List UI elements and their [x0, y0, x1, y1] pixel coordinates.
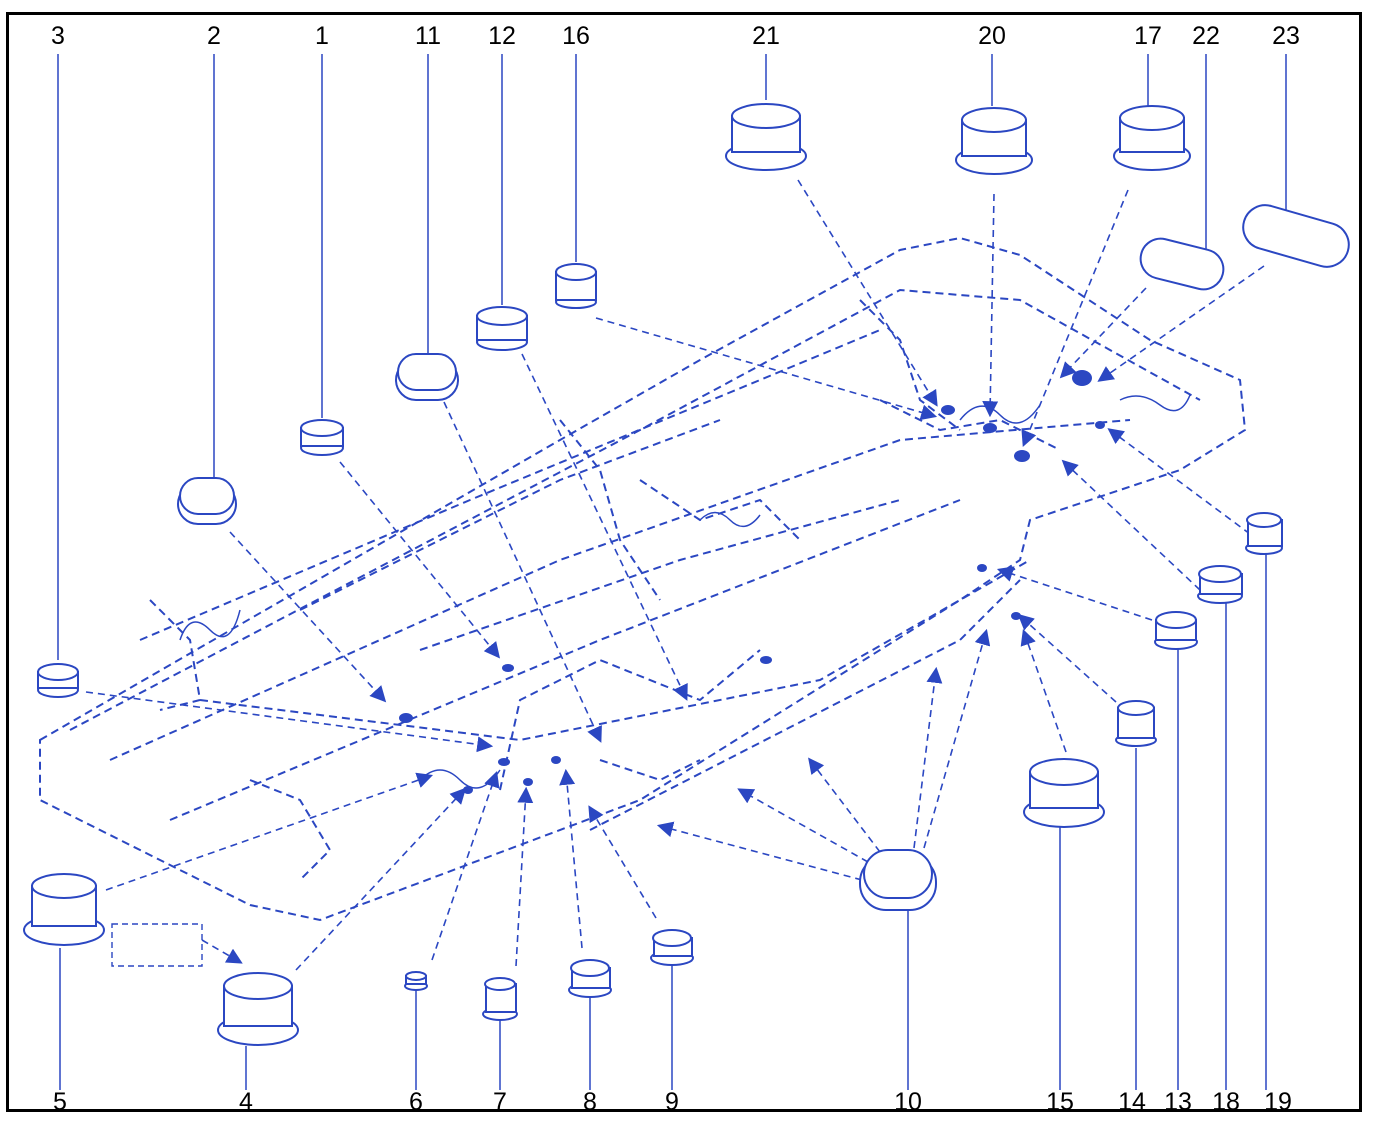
- callout-13: 13: [1164, 1088, 1192, 1116]
- plug-23: [1242, 204, 1350, 268]
- callout-4: 4: [239, 1088, 253, 1116]
- vehicle-underbody-detail: [179, 394, 1191, 789]
- plug-22: [1139, 237, 1225, 291]
- callout-18: 18: [1212, 1088, 1240, 1116]
- plug-4: [217, 972, 299, 1046]
- plug-1: [300, 419, 344, 456]
- callout-23: 23: [1272, 22, 1300, 50]
- callout-11: 11: [415, 22, 441, 50]
- plug-14: [1115, 700, 1157, 747]
- vehicle-underbody-outline: [39, 236, 1247, 922]
- callout-7: 7: [493, 1088, 507, 1116]
- plug-6: [404, 971, 428, 991]
- plug-9: [650, 929, 694, 966]
- plug-12: [476, 306, 528, 351]
- plug-3: [37, 663, 79, 698]
- plug-15: [1023, 758, 1105, 828]
- plug-21: [725, 103, 807, 171]
- callout-5: 5: [53, 1088, 67, 1116]
- plug-16: [555, 263, 597, 309]
- callout-12: 12: [488, 22, 516, 50]
- callout-17: 17: [1134, 22, 1162, 50]
- pointer-arrows: [85, 179, 1265, 971]
- callout-3: 3: [51, 22, 65, 50]
- plug-20: [955, 107, 1033, 175]
- callout-14: 14: [1118, 1088, 1146, 1116]
- callout-16: 16: [562, 22, 590, 50]
- callout-15: 15: [1046, 1088, 1074, 1116]
- plug-17: [1113, 105, 1191, 171]
- callout-22: 22: [1192, 22, 1220, 50]
- plug-10: [859, 849, 937, 911]
- callout-1: 1: [315, 22, 329, 50]
- callout-10: 10: [894, 1088, 922, 1116]
- callout-6: 6: [409, 1088, 423, 1116]
- callout-20: 20: [978, 22, 1006, 50]
- plug-holes: [399, 370, 1105, 794]
- plug-19: [1245, 512, 1283, 555]
- plug-5: [23, 873, 105, 946]
- callout-19: 19: [1264, 1088, 1292, 1116]
- plug-11: [395, 353, 459, 401]
- plug-18: [1197, 565, 1243, 604]
- callout-leaders: [57, 54, 1287, 1090]
- callout-2: 2: [207, 22, 221, 50]
- callout-8: 8: [583, 1088, 597, 1116]
- plugs: [23, 103, 1350, 1046]
- plug-2: [177, 477, 237, 525]
- hidden-plug-box: [111, 923, 203, 967]
- plug-13: [1154, 611, 1198, 650]
- callout-9: 9: [665, 1088, 679, 1116]
- callout-21: 21: [752, 22, 780, 50]
- plug-7: [482, 977, 518, 1021]
- plug-8: [568, 959, 612, 998]
